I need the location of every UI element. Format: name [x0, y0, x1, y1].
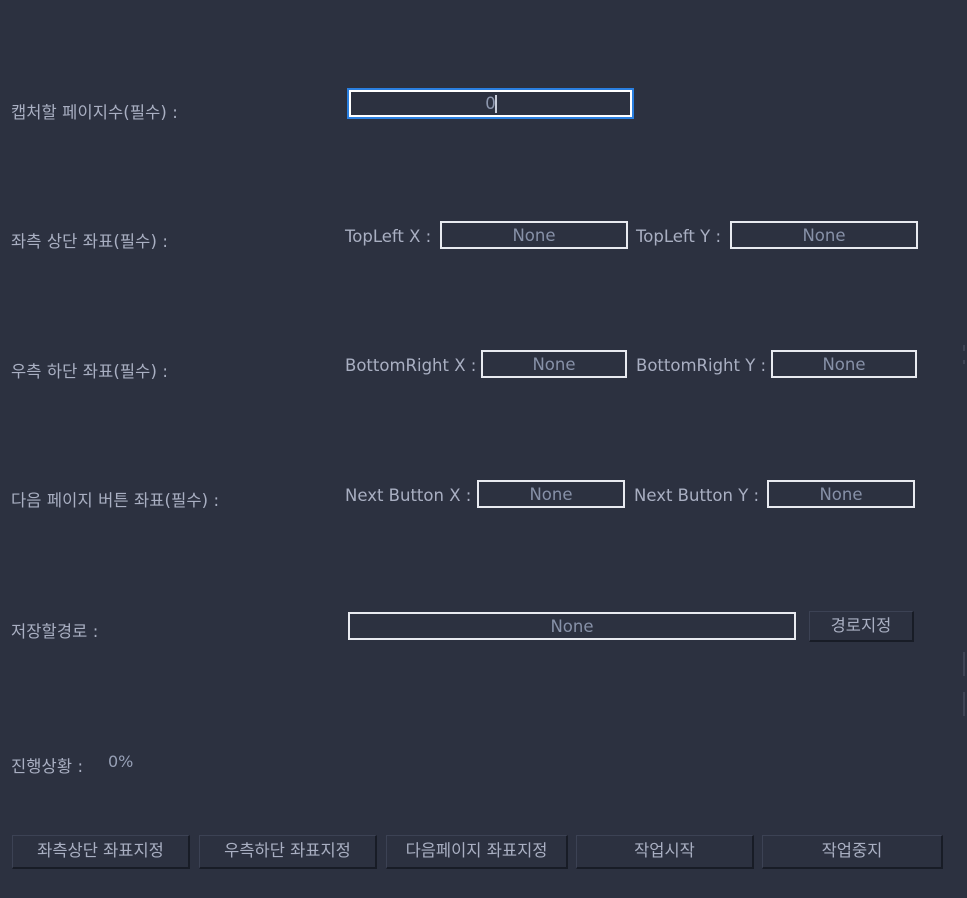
label-progress: 진행상황 :	[11, 757, 84, 776]
bottomright-y-input[interactable]	[771, 350, 917, 378]
stop-task-button[interactable]: 작업중지	[762, 835, 943, 869]
sublabel-bottomright-x: BottomRight X :	[345, 356, 477, 375]
set-topleft-button[interactable]: 좌측상단 좌표지정	[12, 835, 190, 869]
label-page-count: 캡처할 페이지수(필수) :	[11, 103, 178, 122]
text-caret	[495, 95, 497, 113]
nextbutton-y-input[interactable]	[767, 480, 915, 508]
edge-artifact	[963, 360, 965, 364]
sublabel-topleft-y: TopLeft Y :	[636, 227, 722, 246]
sublabel-bottomright-y: BottomRight Y :	[636, 356, 767, 375]
start-task-button[interactable]: 작업시작	[576, 835, 754, 869]
sublabel-nextbutton-y: Next Button Y :	[634, 486, 760, 505]
nextbutton-x-input[interactable]	[477, 480, 625, 508]
edge-artifact	[963, 692, 965, 716]
progress-value: 0%	[108, 752, 134, 771]
set-nextpage-button[interactable]: 다음페이지 좌표지정	[386, 835, 568, 869]
save-path-input[interactable]	[348, 612, 796, 640]
topleft-y-input[interactable]	[730, 221, 918, 249]
bottomright-x-input[interactable]	[481, 350, 627, 378]
browse-path-button[interactable]: 경로지정	[809, 611, 914, 642]
edge-artifact	[963, 345, 965, 351]
page-count-input[interactable]	[349, 90, 632, 117]
label-topleft-coords: 좌측 상단 좌표(필수) :	[11, 232, 169, 251]
sublabel-nextbutton-x: Next Button X :	[345, 486, 472, 505]
set-bottomright-button[interactable]: 우측하단 좌표지정	[199, 835, 377, 869]
edge-artifact	[963, 652, 965, 676]
topleft-x-input[interactable]	[440, 221, 628, 249]
sublabel-topleft-x: TopLeft X :	[345, 227, 432, 246]
label-nextbutton-coords: 다음 페이지 버튼 좌표(필수) :	[11, 491, 220, 510]
label-save-path: 저장할경로 :	[11, 622, 99, 641]
label-bottomright-coords: 우측 하단 좌표(필수) :	[11, 362, 169, 381]
